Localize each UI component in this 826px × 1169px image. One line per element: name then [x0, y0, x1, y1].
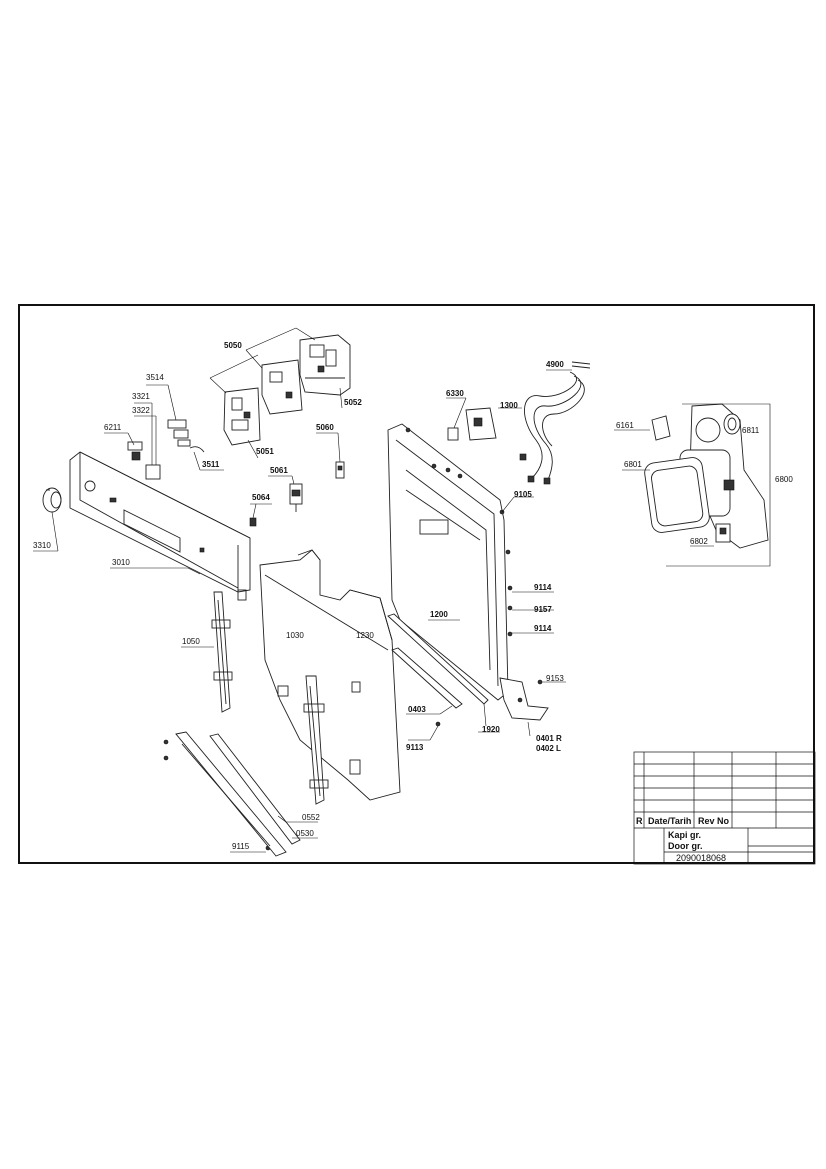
label-1300: 1300: [500, 401, 518, 410]
label-0402: 0402 L: [536, 744, 561, 753]
label-5064: 5064: [252, 493, 270, 502]
label-6330: 6330: [446, 389, 464, 398]
label-9157: 9157: [534, 605, 552, 614]
label-9153: 9153: [546, 674, 564, 683]
label-4900: 4900: [546, 360, 564, 369]
title-rev-header: Rev No: [698, 816, 730, 826]
label-0403: 0403: [408, 705, 426, 714]
drawing-frame: [18, 304, 815, 864]
bracket-1030: [303, 675, 329, 805]
label-6802: 6802: [690, 537, 708, 546]
hinge-0401-0402: [499, 677, 549, 721]
button-set: [127, 419, 205, 480]
label-6800: 6800: [775, 475, 793, 484]
control-panel-3010: [69, 451, 251, 601]
label-9105: 9105: [514, 490, 532, 499]
door-handle-0552: [175, 731, 287, 857]
label-6801: 6801: [624, 460, 642, 469]
connector-5064: [249, 517, 257, 527]
label-9113: 9113: [406, 743, 424, 752]
gasket-6801: [644, 457, 710, 533]
label-3514: 3514: [146, 373, 164, 382]
title-group-tr: Kapi gr.: [668, 830, 701, 840]
seal-strip-1920: [387, 613, 489, 705]
label-1200: 1200: [430, 610, 448, 619]
label-9114-top: 9114: [534, 583, 552, 592]
label-3321: 3321: [132, 392, 150, 401]
label-5051: 5051: [256, 447, 274, 456]
label-6161: 6161: [616, 421, 634, 430]
label-3511: 3511: [202, 460, 220, 469]
label-6811: 6811: [742, 426, 760, 435]
inner-panel-1030: [259, 549, 401, 801]
control-board-5051: [223, 387, 261, 446]
label-5060: 5060: [316, 423, 334, 432]
control-board-center: [261, 359, 303, 415]
label-0401: 0401 R: [536, 734, 562, 743]
actuator-6802: [715, 523, 731, 543]
label-9115: 9115: [232, 842, 250, 851]
title-drawing-number: 2090018068: [676, 853, 726, 863]
label-1050: 1050: [182, 637, 200, 646]
title-date-header: Date/Tarih: [648, 816, 691, 826]
label-5050: 5050: [224, 341, 242, 350]
screw-set: [163, 427, 543, 851]
title-rev-marker: R: [636, 816, 643, 826]
switch-6330: [447, 427, 459, 441]
label-5061: 5061: [270, 466, 288, 475]
knob-3310: [42, 487, 62, 513]
label-5052: 5052: [344, 398, 362, 407]
label-3310: 3310: [33, 541, 51, 550]
bracket-1050: [211, 591, 233, 713]
door-lock-1300: [465, 407, 497, 441]
wire-harness-4900: [519, 361, 591, 485]
label-1030: 1030: [286, 631, 304, 640]
seal-ring-6811: [723, 413, 741, 435]
label-1230: 1230: [356, 631, 374, 640]
title-block: [633, 751, 816, 865]
outer-door-1200: [387, 423, 509, 701]
control-board-5052: [299, 334, 351, 396]
label-1920: 1920: [482, 725, 500, 734]
label-6211: 6211: [104, 423, 122, 432]
seal-strip-0403: [391, 647, 463, 709]
handle-insert-0530: [209, 733, 301, 845]
title-group-en: Door gr.: [668, 841, 703, 851]
label-3010: 3010: [112, 558, 130, 567]
label-3322: 3322: [132, 406, 150, 415]
label-9114-bottom: 9114: [534, 624, 552, 633]
label-0530: 0530: [296, 829, 314, 838]
label-0552: 0552: [302, 813, 320, 822]
cover-6161: [651, 415, 671, 441]
connector-5061: [289, 483, 303, 512]
connector-5060: [335, 461, 345, 479]
